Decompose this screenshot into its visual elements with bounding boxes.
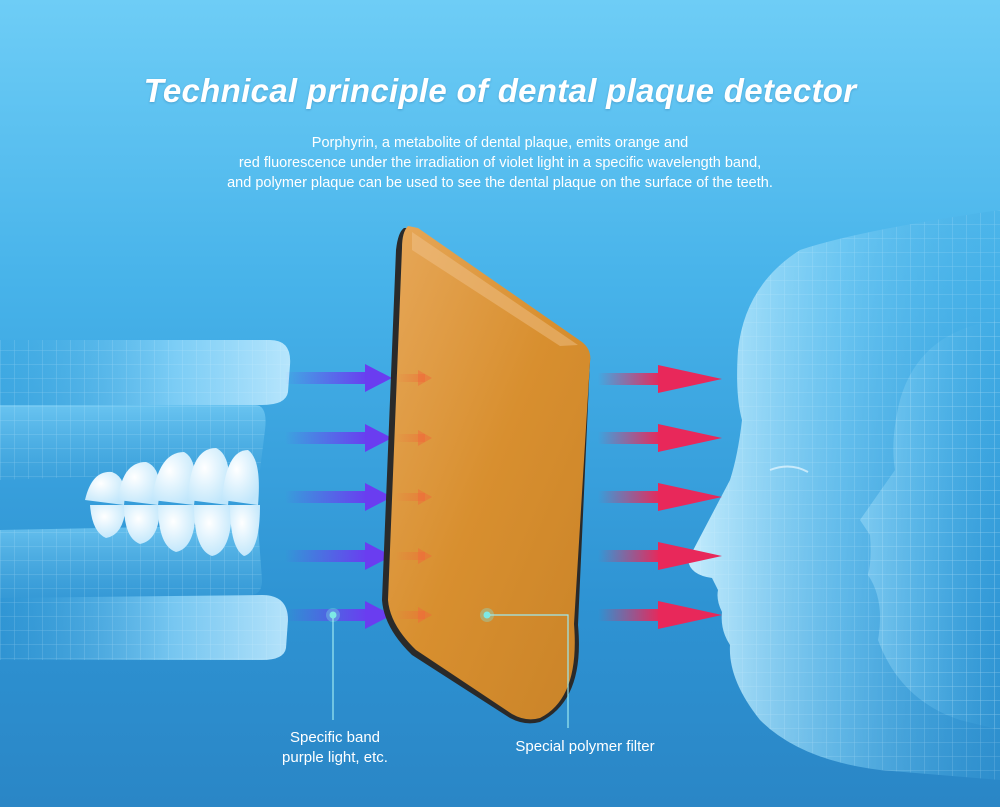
filter-label: Special polymer filter <box>515 738 655 755</box>
incoming-light-arrows <box>285 364 392 629</box>
purple-light-label-line-2: purple light, etc. <box>282 749 388 766</box>
description: Porphyrin, a metabolite of dental plaque… <box>0 133 1000 193</box>
callout-filter <box>480 608 569 728</box>
outgoing-arrow <box>598 424 722 452</box>
outgoing-light-arrows <box>598 365 722 629</box>
outgoing-arrow <box>598 365 722 393</box>
purple-light-label-line-1: Specific band <box>289 729 381 746</box>
polymer-filter <box>382 226 591 724</box>
jaw-model-illustration <box>0 340 291 660</box>
purple-light-label: Specific band purple light, etc. <box>255 728 415 768</box>
incoming-arrow <box>285 483 392 511</box>
face-illustration <box>688 210 1000 780</box>
description-line-3: and polymer plaque can be used to see th… <box>227 175 773 191</box>
outgoing-arrow <box>598 601 722 629</box>
description-line-1: Porphyrin, a metabolite of dental plaque… <box>311 135 689 151</box>
incoming-arrow <box>285 424 392 452</box>
page-title: Technical principle of dental plaque det… <box>143 72 857 109</box>
description-line-2: red fluorescence under the irradiation o… <box>238 155 762 171</box>
outgoing-arrow <box>598 542 722 570</box>
incoming-arrow <box>285 542 392 570</box>
outgoing-arrow <box>598 483 722 511</box>
incoming-arrow <box>285 601 392 629</box>
incoming-arrow <box>285 364 392 392</box>
callout-purple-light <box>326 608 340 720</box>
